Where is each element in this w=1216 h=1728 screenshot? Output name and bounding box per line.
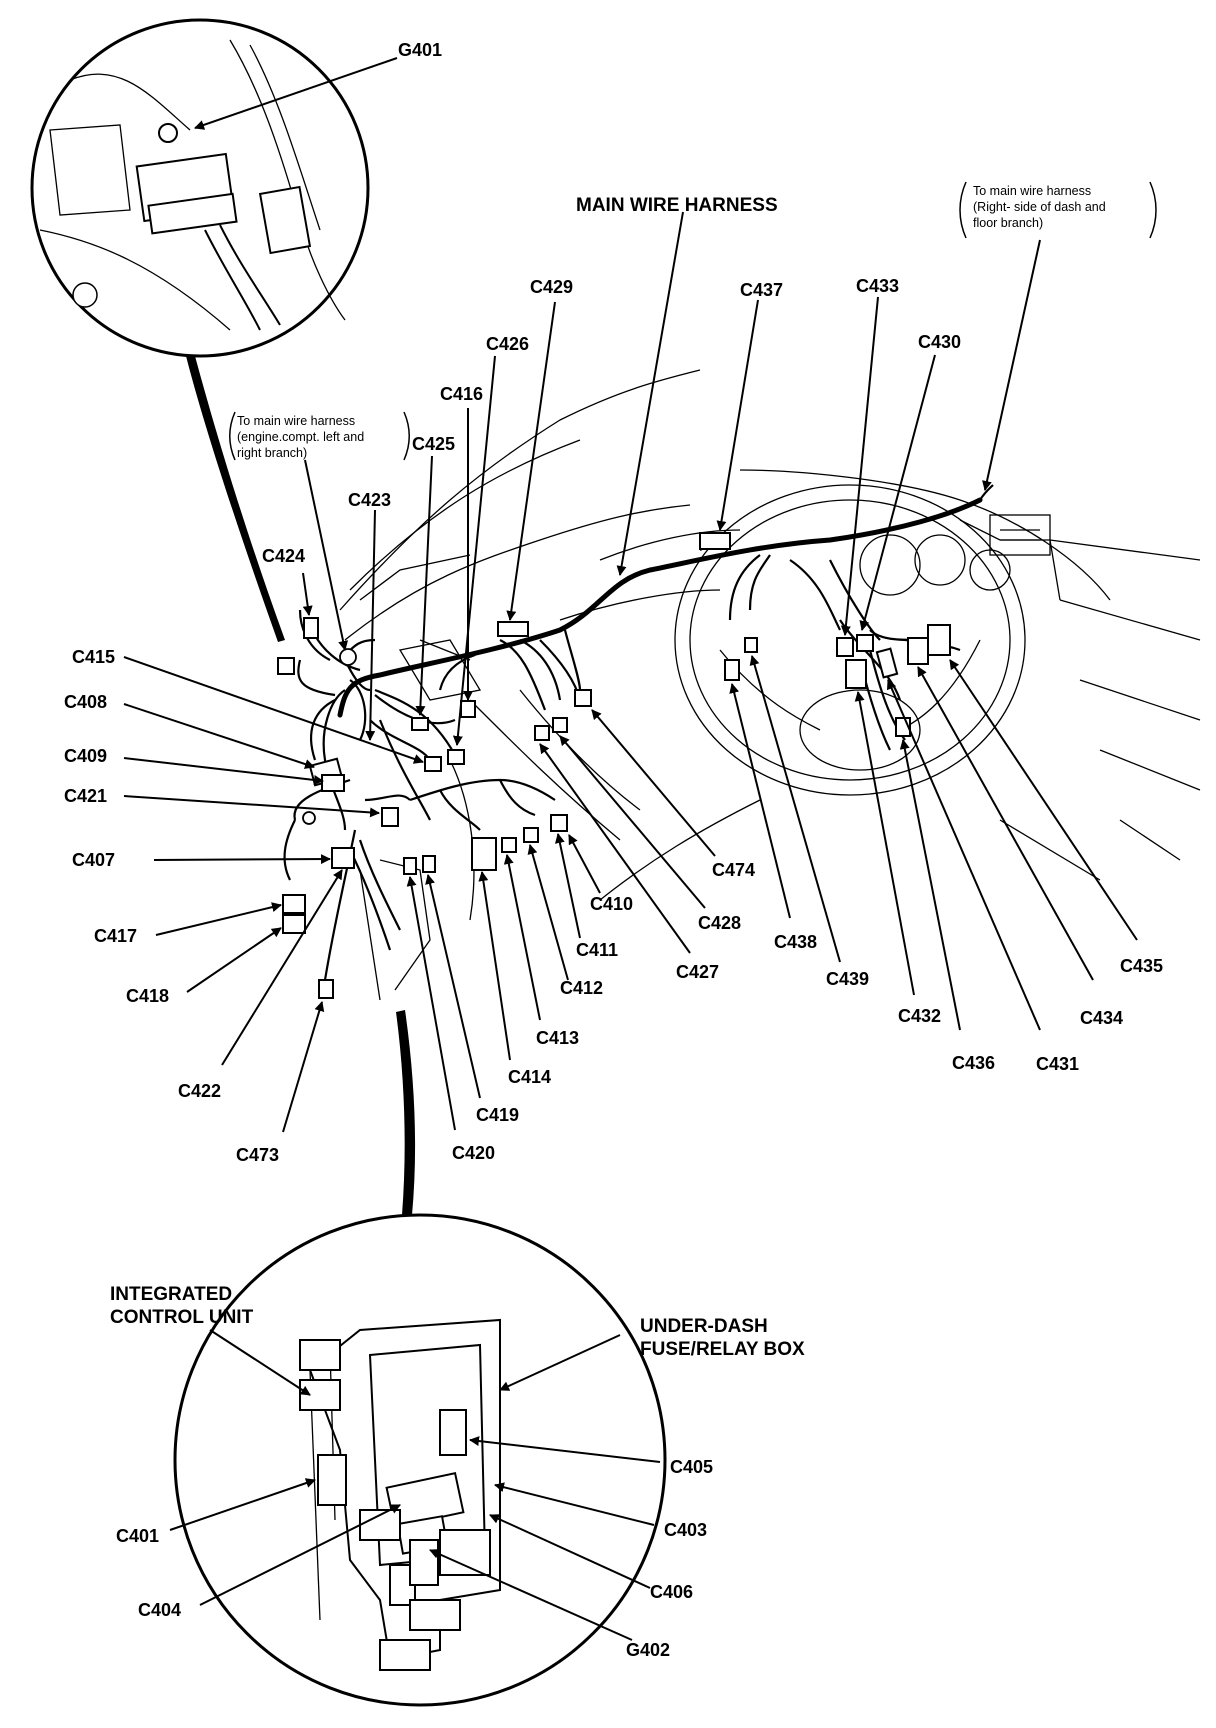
- connector-c423: [277, 657, 295, 675]
- connectors: [277, 532, 951, 999]
- label-c422: C422: [178, 1081, 221, 1101]
- label-c414: C414: [508, 1067, 551, 1087]
- label-c431: C431: [1036, 1054, 1079, 1074]
- label-main-wire-harness: MAIN WIRE HARNESS: [576, 195, 778, 216]
- connector-c414: [471, 837, 497, 871]
- connector-c425: [411, 717, 429, 731]
- label-c439: C439: [826, 969, 869, 989]
- connector-c474: [574, 689, 592, 707]
- note-braces: [229, 181, 1157, 461]
- label-c424: C424: [262, 546, 305, 566]
- connector-c417: [282, 894, 306, 914]
- label-c404: C404: [138, 1600, 181, 1620]
- label-c405: C405: [670, 1457, 713, 1477]
- connector-c416: [460, 700, 476, 718]
- dashboard-outline: [339, 369, 1201, 1001]
- connector-c413: [501, 837, 517, 853]
- label-c436: C436: [952, 1053, 995, 1073]
- label-c406: C406: [650, 1582, 693, 1602]
- label-c433: C433: [856, 276, 899, 296]
- connector-c426: [447, 749, 465, 765]
- note-left-line1: To main wire harness: [237, 414, 355, 428]
- label-c426: C426: [486, 334, 529, 354]
- label-g401: G401: [398, 40, 442, 60]
- label-c401: C401: [116, 1526, 159, 1546]
- connector-c431: [875, 647, 899, 679]
- label-c432: C432: [898, 1006, 941, 1026]
- label-c473: C473: [236, 1145, 279, 1165]
- label-fuse-line2: FUSE/RELAY BOX: [640, 1339, 805, 1360]
- connector-c421: [381, 807, 399, 827]
- label-c428: C428: [698, 913, 741, 933]
- connector-c437: [699, 532, 731, 550]
- connector-c407: [331, 847, 355, 869]
- label-c416: C416: [440, 384, 483, 404]
- label-c411: C411: [576, 940, 618, 960]
- connector-c473: [318, 979, 334, 999]
- label-c430: C430: [918, 332, 961, 352]
- connector-c439: [744, 637, 758, 653]
- callout-leader-top: [186, 356, 285, 642]
- connector-c419: [422, 855, 436, 873]
- label-c474: C474: [712, 860, 755, 880]
- label-c409: C409: [64, 746, 107, 766]
- leader-lines: [123, 57, 1138, 1641]
- label-icu-line2: CONTROL UNIT: [110, 1307, 254, 1328]
- label-c403: C403: [664, 1520, 707, 1540]
- label-c434: C434: [1080, 1008, 1123, 1028]
- ground-detail-circle-top: [30, 18, 370, 358]
- label-c417: C417: [94, 926, 137, 946]
- label-c429: C429: [530, 277, 573, 297]
- label-c419: C419: [476, 1105, 519, 1125]
- label-c410: C410: [590, 894, 633, 914]
- connector-c420: [403, 857, 417, 875]
- label-c425: C425: [412, 434, 455, 454]
- label-c408: C408: [64, 692, 107, 712]
- connector-c412: [523, 827, 539, 843]
- label-c437: C437: [740, 280, 783, 300]
- fuse-box-detail-circle: [173, 1213, 667, 1707]
- label-g402: G402: [626, 1640, 670, 1660]
- connector-c411: [550, 814, 568, 832]
- label-c435: C435: [1120, 956, 1163, 976]
- connector-c438: [724, 659, 740, 681]
- connector-c424: [303, 617, 319, 639]
- callout-leader-bottom: [396, 1010, 416, 1215]
- connector-c429: [497, 621, 529, 637]
- label-c420: C420: [452, 1143, 495, 1163]
- label-c413: C413: [536, 1028, 579, 1048]
- connector-c427: [534, 725, 550, 741]
- labels: G401 MAIN WIRE HARNESS To main wire harn…: [64, 40, 1163, 1660]
- connector-c428: [552, 717, 568, 733]
- label-icu-line1: INTEGRATED: [110, 1284, 232, 1305]
- label-c412: C412: [560, 978, 603, 998]
- note-right-line1: To main wire harness: [973, 184, 1091, 198]
- note-left-line3: right branch): [237, 446, 307, 460]
- label-c423: C423: [348, 490, 391, 510]
- connector-c432: [845, 659, 867, 689]
- label-c438: C438: [774, 932, 817, 952]
- label-c421: C421: [64, 786, 107, 806]
- connector-c409: [321, 774, 345, 792]
- label-c415: C415: [72, 647, 115, 667]
- connector-c415: [424, 756, 442, 772]
- note-left-line2: (engine.compt. left and: [237, 430, 364, 444]
- connector-c418: [282, 914, 306, 934]
- label-c418: C418: [126, 986, 169, 1006]
- note-right-line3: floor branch): [973, 216, 1043, 230]
- connector-c435: [927, 624, 951, 656]
- label-fuse-line1: UNDER-DASH: [640, 1316, 768, 1337]
- label-c407: C407: [72, 850, 115, 870]
- connector-c430: [856, 634, 874, 652]
- connector-c434: [907, 637, 929, 665]
- connector-c433: [836, 637, 854, 657]
- note-right-line2: (Right- side of dash and: [973, 200, 1106, 214]
- label-c427: C427: [676, 962, 719, 982]
- harness-wiring: [283, 484, 994, 981]
